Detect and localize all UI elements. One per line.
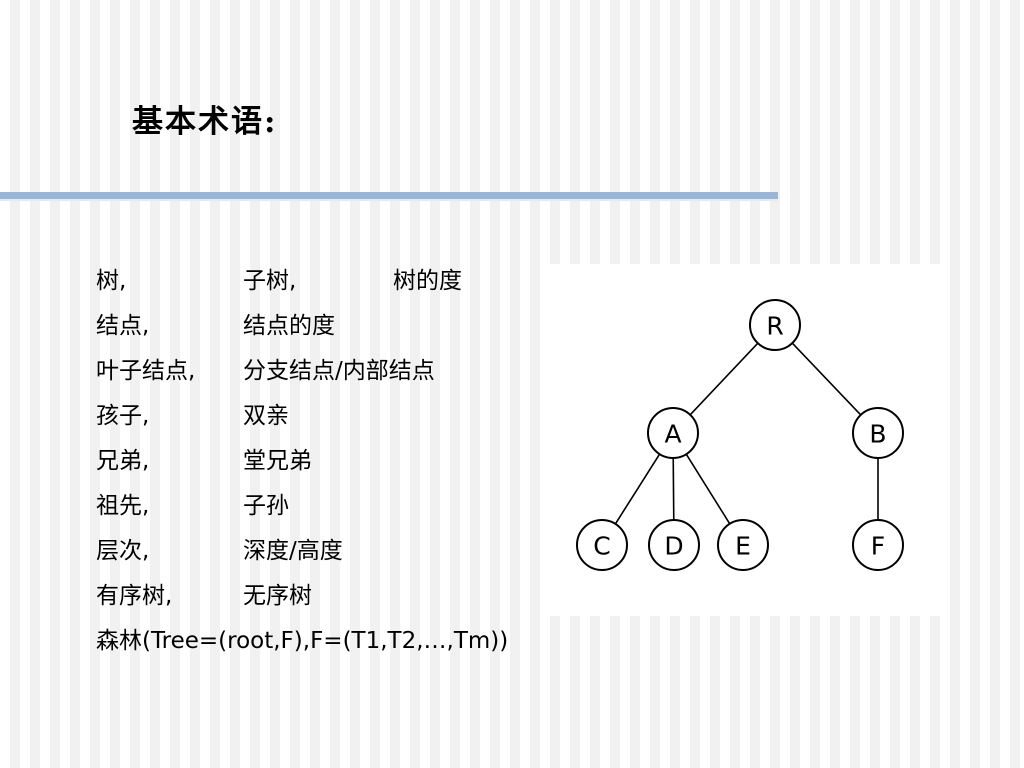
tree-node-label: A [664, 420, 681, 449]
term: 堂兄弟 [243, 448, 312, 474]
tree-edge-A-E [685, 453, 731, 525]
tree-edge-R-B [791, 342, 862, 416]
tree-edge-A-C [614, 453, 661, 525]
tree-node-label: F [871, 532, 885, 561]
tree-edges [614, 342, 879, 525]
term: 分支结点/内部结点 [243, 358, 435, 384]
term: 深度/高度 [243, 538, 343, 564]
tree-node-circle [647, 407, 699, 459]
tree-node-B: B [852, 407, 904, 459]
tree-node-label: R [766, 312, 783, 341]
term: 树的度 [393, 268, 462, 294]
title-divider [0, 192, 778, 201]
tree-node-circle [749, 299, 801, 351]
term: 结点的度 [243, 313, 335, 339]
tree-node-R: R [749, 299, 801, 351]
tree-edge-R-A [689, 342, 759, 416]
tree-node-D: D [648, 519, 700, 571]
term: 祖先, [96, 493, 150, 519]
term: 子孙 [243, 493, 289, 519]
term: 兄弟, [96, 448, 150, 474]
forest-definition: 森林(Tree=(root,F),F=(T1,T2,…,Tm)) [96, 628, 509, 654]
tree-node-circle [852, 407, 904, 459]
tree-node-circle [576, 519, 628, 571]
term: 孩子, [96, 403, 150, 429]
tree-node-label: E [735, 532, 751, 561]
slide-title: 基本术语: [132, 104, 278, 140]
term: 双亲 [243, 403, 289, 429]
tree-node-label: B [869, 420, 886, 449]
tree-node-label: D [664, 532, 683, 561]
tree-node-circle [717, 519, 769, 571]
tree-node-F: F [852, 519, 904, 571]
tree-node-E: E [717, 519, 769, 571]
tree-node-circle [852, 519, 904, 571]
term: 有序树, [96, 583, 173, 609]
term: 无序树 [243, 583, 312, 609]
term: 层次, [96, 538, 150, 564]
tree-diagram: R A B C D E F [547, 264, 948, 616]
term: 树, [96, 268, 127, 294]
tree-svg: R A B C D E F [576, 299, 904, 571]
tree-edge-A-D [672, 457, 675, 521]
term: 叶子结点, [96, 358, 196, 384]
term: 子树, [243, 268, 297, 294]
tree-node-circle [648, 519, 700, 571]
tree-node-label: C [593, 532, 610, 561]
term: 结点, [96, 313, 150, 339]
tree-node-A: A [647, 407, 699, 459]
tree-node-C: C [576, 519, 628, 571]
